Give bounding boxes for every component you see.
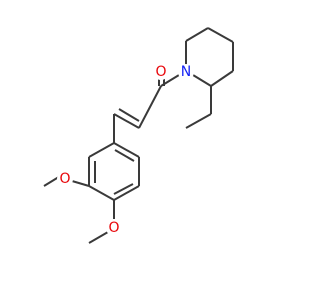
atom-label: O [155,64,166,80]
bond-ar3-ar4-inner [113,183,134,195]
atom-label: N [181,64,191,80]
molecule-diagram: O N O O [43,27,234,244]
bond-ring2-ring3 [207,27,234,43]
bond-ar5-o2 [71,180,90,187]
bond-alpha-beta [113,113,140,129]
bond-ar3-ar4 [113,185,140,201]
bond-carbonyl-alpha [138,85,162,129]
bond-ar6-ar1 [88,142,115,158]
bond-alpha-beta-inner [118,108,140,122]
atom-nitrogen: N [178,64,194,80]
structure-canvas: O N O O [43,27,234,244]
bond-ar4-ar5 [88,185,115,201]
atom-methoxy-oxygen-2: O [106,220,122,236]
atom-label: O [108,220,119,236]
bond-ring1-ring2 [185,27,209,42]
atom-carbonyl-oxygen: O [153,64,169,80]
bond-ethyl1-ethyl2 [185,113,212,129]
atom-methoxy-oxygen-1: O [57,171,73,187]
atom-label: O [59,171,70,187]
bond-ar1-ar2-inner [114,149,135,162]
bond-ring5-n [192,74,212,87]
bond-ring4-ring5 [210,70,234,87]
bond-ar1-ar2 [113,142,140,158]
bond-o3-methyl [88,231,109,244]
